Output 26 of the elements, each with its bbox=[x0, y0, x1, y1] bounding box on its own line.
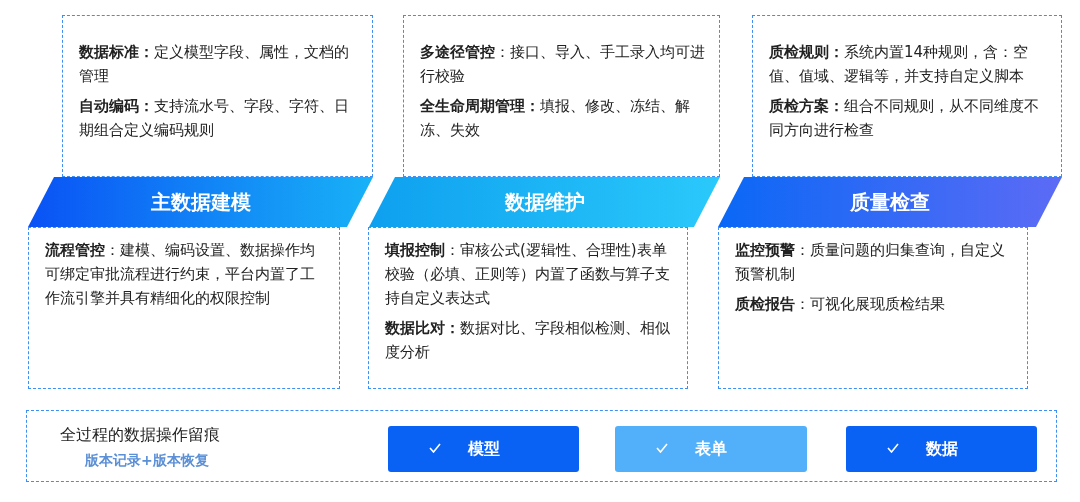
panel-subtitle: 版本记录+版本恢复 bbox=[85, 452, 209, 470]
feature-card bbox=[403, 15, 720, 177]
feature-text: 流程管控：建模、编码设置、数据操作均可绑定审批流程进行约束，平台内置了工作流引擎并具有精细化的权限控制 bbox=[45, 240, 316, 309]
panel-title: 全过程的数据操作留痕 bbox=[60, 425, 220, 446]
feature-text: 数据标准：定义模型字段、属性，文档的管理 bbox=[79, 42, 350, 87]
feature-card bbox=[368, 227, 688, 389]
history-panel bbox=[26, 410, 1057, 482]
category-button: 模型 bbox=[388, 426, 579, 472]
feature-text: 质检方案：组合不同规则，从不同维度不同方向进行检查 bbox=[769, 96, 1040, 141]
category-button: 表单 bbox=[615, 426, 807, 472]
feature-text: 全生命周期管理：填报、修改、冻结、解冻、失效 bbox=[420, 96, 691, 141]
feature-text: 质检报告：可视化展现质检结果 bbox=[735, 294, 946, 315]
section-banner: 质量检查 bbox=[718, 177, 1062, 227]
feature-text: 质检规则：系统内置14种规则，含：空值、值域、逻辑等，并支持自定义脚本 bbox=[769, 42, 1030, 87]
feature-text: 填报控制：审核公式(逻辑性、合理性)表单校验（必填、正则等）内置了函数与算子支持自定义表达式 bbox=[385, 240, 671, 309]
section-banner: 数据维护 bbox=[369, 177, 720, 227]
feature-text: 监控预警：质量问题的归集查询，自定义预警机制 bbox=[735, 240, 1006, 285]
feature-text: 多途径管控：接口、导入、手工录入均可进行校验 bbox=[420, 42, 706, 87]
feature-text: 数据比对：数据对比、字段相似检测、相似度分析 bbox=[385, 318, 671, 363]
feature-text: 自动编码：支持流水号、字段、字符、日期组合定义编码规则 bbox=[79, 96, 350, 141]
feature-card bbox=[718, 227, 1028, 389]
feature-card bbox=[28, 227, 340, 389]
category-button: 数据 bbox=[846, 426, 1037, 472]
feature-card bbox=[62, 15, 373, 177]
section-banner: 主数据建模 bbox=[28, 177, 373, 227]
feature-card bbox=[752, 15, 1062, 177]
